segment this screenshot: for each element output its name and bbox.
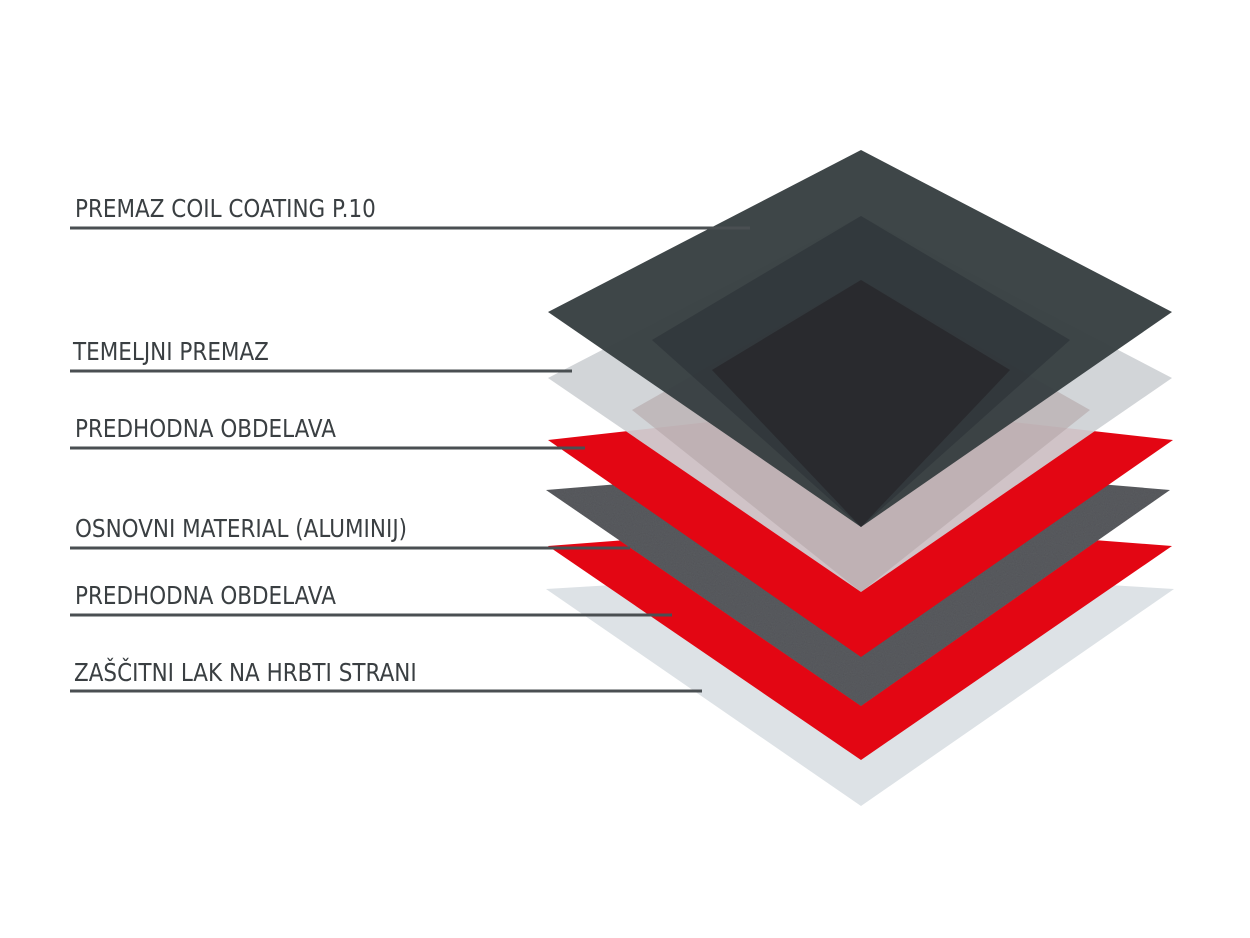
layer-label-top-coating: PREMAZ COIL COATING P.10: [75, 194, 376, 223]
layer-label-pretreatment-bottom: PREDHODNA OBDELAVA: [75, 581, 336, 610]
layer-label-primer: TEMELJNI PREMAZ: [73, 337, 269, 366]
layer-sheet-top-coating-core: [712, 280, 1010, 527]
layer-label-aluminium: OSNOVNI MATERIAL (ALUMINIJ): [75, 514, 408, 543]
layer-label-pretreatment-top: PREDHODNA OBDELAVA: [75, 414, 336, 443]
layer-label-back-lacquer: ZAŠČITNI LAK NA HRBTI STRANI: [74, 658, 417, 687]
